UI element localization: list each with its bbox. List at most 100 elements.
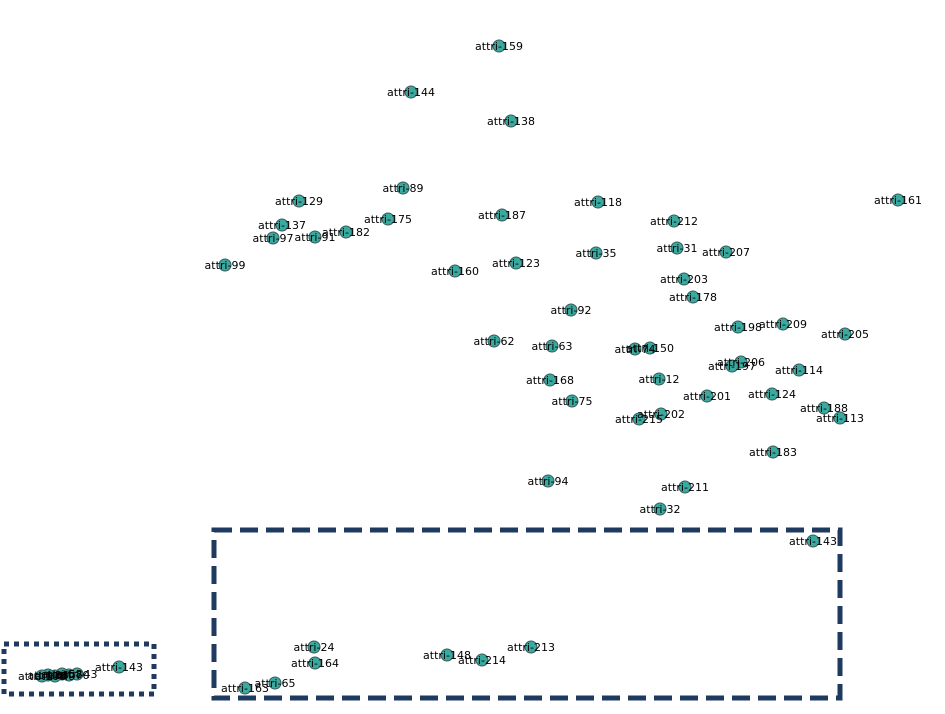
point-label: attri-92: [551, 304, 592, 317]
scatter-point: [719, 245, 733, 259]
scatter-point: [35, 669, 49, 683]
point-label: attri-75: [552, 395, 593, 408]
scatter-point: [487, 334, 501, 348]
point-label: attri-148: [423, 649, 471, 662]
point-label: attri-138: [487, 115, 535, 128]
point-label: attri-207: [702, 246, 750, 259]
scatter-point: [509, 256, 523, 270]
point-label: attri-212: [650, 215, 698, 228]
scatter-point: [591, 195, 605, 209]
scatter-point: [495, 208, 509, 222]
scatter-point: [448, 264, 462, 278]
point-label: attri-168: [526, 374, 574, 387]
scatter-point: [833, 411, 847, 425]
scatter-point: [565, 394, 579, 408]
point-label: attri-86: [28, 669, 69, 682]
scatter-point: [589, 246, 603, 260]
scatter-point: [275, 218, 289, 232]
scatter-point: [667, 214, 681, 228]
point-label: attri-198: [714, 321, 762, 334]
scatter-point: [475, 653, 489, 667]
point-label: attri-205: [821, 328, 869, 341]
point-label: attri-183: [749, 446, 797, 459]
scatter-point: [677, 272, 691, 286]
point-label: attri-62: [474, 335, 515, 348]
scatter-point: [766, 445, 780, 459]
scatter-point: [381, 212, 395, 226]
scatter-point: [700, 389, 714, 403]
scatter-point: [307, 640, 321, 654]
scatter-point: [654, 407, 668, 421]
point-label: attri-202: [637, 408, 685, 421]
scatter-point: [725, 359, 739, 373]
scatter-point: [308, 230, 322, 244]
scatter-point: [545, 339, 559, 353]
scatter-point: [308, 656, 322, 670]
point-label: attri-188: [800, 402, 848, 415]
scatter-point: [112, 660, 126, 674]
scatter-point: [396, 181, 410, 195]
point-label: attri-159: [475, 40, 523, 53]
point-label: attri-160: [431, 265, 479, 278]
point-label: attri-178: [669, 291, 717, 304]
point-label: attri-99: [205, 259, 246, 272]
point-label: attri-12: [639, 373, 680, 386]
scatter-point: [670, 241, 684, 255]
scatter-point: [838, 327, 852, 341]
point-label: attri-63: [532, 340, 573, 353]
scatter-point: [543, 373, 557, 387]
point-label: attri-137: [258, 219, 306, 232]
point-label: attri-161: [874, 194, 922, 207]
point-label: attri-58: [42, 668, 83, 681]
scatter-point: [776, 317, 790, 331]
point-label: attri-124: [748, 388, 796, 401]
point-label: attri-144: [387, 86, 435, 99]
point-label: attri-206: [717, 356, 765, 369]
scatter-point: [504, 114, 518, 128]
point-label: attri-113: [816, 412, 864, 425]
point-labels: attri-159 attri-144 attri-138 attri-161 attr…: [18, 40, 922, 695]
scatter-point: [678, 480, 692, 494]
point-label: attri-213: [507, 641, 555, 654]
point-label: attri-129: [275, 195, 323, 208]
point-label: attri-175: [364, 213, 412, 226]
scatter-points: [35, 39, 905, 695]
point-label: attri-197: [708, 360, 756, 373]
scatter-point: [218, 258, 232, 272]
point-label: attri-201: [683, 390, 731, 403]
scatter-point: [440, 648, 454, 662]
point-label: attri-49: [35, 670, 76, 683]
point-label: attri-214: [458, 654, 506, 667]
scatter-point: [404, 85, 418, 99]
scatter-point: [268, 676, 282, 690]
point-label: attri-123: [492, 257, 540, 270]
point-label: attri-32: [640, 503, 681, 516]
point-label: attri-114: [775, 364, 823, 377]
scatter-point: [806, 534, 820, 548]
point-label: attri-91: [295, 231, 336, 244]
scatter-point: [339, 225, 353, 239]
point-label: attri-143: [789, 535, 837, 548]
scatter-point: [653, 502, 667, 516]
dotted-highlight-box: [1, 641, 157, 697]
point-label: attri-35: [576, 247, 617, 260]
scatter-point: [564, 303, 578, 317]
scatter-point: [792, 363, 806, 377]
scatter-point: [686, 290, 700, 304]
scatter-point: [628, 342, 642, 356]
point-label: attri-89: [383, 182, 424, 195]
scatter-point: [632, 412, 646, 426]
scatter-point: [492, 39, 506, 53]
point-label: attri-164: [291, 657, 339, 670]
point-label: attri-182: [322, 226, 370, 239]
point-label: attri-65: [255, 677, 296, 690]
scatter-point: [652, 372, 666, 386]
scatter-point: [292, 194, 306, 208]
point-label: attri-43: [57, 668, 98, 681]
point-label: attri-108: [18, 670, 66, 683]
scatter-point: [541, 474, 555, 488]
point-label: attri-24: [294, 641, 335, 654]
point-label: attri-74: [615, 343, 656, 356]
point-label: attri-209: [759, 318, 807, 331]
